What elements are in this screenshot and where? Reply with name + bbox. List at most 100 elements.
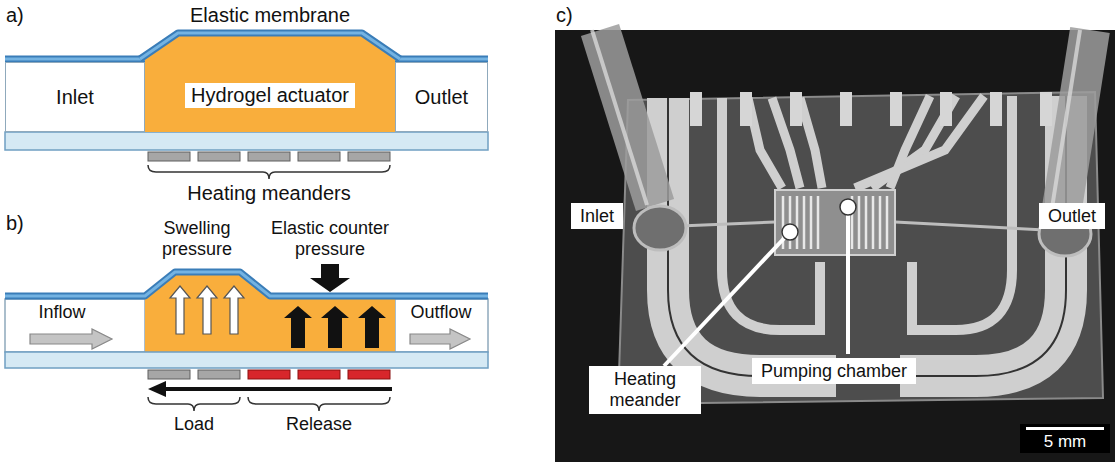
electrode	[668, 96, 1066, 376]
base-substrate	[5, 352, 488, 368]
channel	[5, 299, 145, 352]
flow-arrow	[30, 329, 112, 349]
heater-element	[298, 152, 340, 161]
heater-element	[148, 370, 190, 379]
panel-letter: b)	[6, 212, 24, 235]
node-text: Inlet	[56, 86, 94, 109]
node-text: Inlet	[580, 206, 614, 227]
glass-chip	[618, 92, 1103, 404]
elastic-membrane	[140, 33, 400, 59]
scale-bar	[1020, 424, 1110, 453]
node-text: Outlet	[1048, 206, 1096, 227]
outlet-channel: Outlet	[395, 62, 488, 132]
tube	[592, 30, 647, 205]
part-label: Heating meanders	[187, 182, 350, 205]
callout-box: Pumping chamber	[752, 358, 916, 385]
pumping-chamber-shape	[775, 190, 895, 255]
panel-letter: a)	[6, 4, 24, 27]
counter-pressure-arrow	[310, 264, 350, 292]
sequence-arrow	[148, 381, 166, 397]
contact-pad	[840, 92, 852, 126]
release-arrow	[284, 306, 386, 348]
heater-element	[298, 370, 340, 379]
base-substrate	[5, 352, 488, 368]
phase-label: Release	[286, 414, 352, 435]
phase-label: Load	[174, 414, 214, 435]
hydrogel-shape	[145, 272, 395, 352]
elastic-membrane	[5, 272, 488, 296]
heater-element	[148, 370, 390, 379]
flow-label: Outflow	[410, 302, 471, 323]
leader-dot	[840, 199, 856, 215]
contact-pad	[690, 92, 1052, 126]
heater-element	[248, 152, 290, 161]
elastic-membrane	[5, 272, 488, 296]
hydrogel-actuator: Hydrogel actuator	[145, 28, 395, 132]
electrode	[855, 96, 984, 188]
heater-element	[198, 370, 240, 379]
flow-arrow	[30, 329, 470, 349]
contact-pad	[790, 92, 802, 126]
node-text: Outlet	[415, 86, 468, 109]
contact-pad	[940, 92, 952, 126]
counter-pressure-arrow	[310, 264, 350, 292]
tube	[1052, 30, 1080, 208]
swelling-arrow	[170, 286, 190, 334]
scale-bar	[1020, 424, 1110, 453]
pumping-chamber-shape	[775, 190, 895, 255]
contact-pad	[740, 92, 752, 126]
brace	[148, 165, 390, 179]
inlet-channel: Inlet	[5, 62, 145, 132]
force-label: Swelling pressure	[142, 218, 252, 260]
brace	[148, 165, 390, 179]
release-arrow	[284, 306, 312, 348]
fluid-channel	[895, 222, 1045, 230]
heater-element	[198, 152, 240, 161]
node-text: Heating meander	[598, 369, 692, 410]
contact-pad	[690, 92, 702, 126]
node-text: Hydrogel actuator	[185, 83, 355, 108]
callout-box: Inlet	[571, 203, 623, 230]
panel-letter: c)	[556, 4, 573, 27]
contact-pad	[1040, 92, 1052, 126]
leader-dot	[782, 224, 798, 240]
elastic-membrane	[140, 33, 400, 59]
base-substrate	[5, 132, 488, 150]
tube	[600, 30, 655, 205]
hydrogel-shape	[145, 33, 395, 132]
tube	[634, 206, 686, 250]
heater-element	[248, 370, 290, 379]
hydrogel-shape	[145, 28, 395, 132]
leader-line	[846, 207, 850, 354]
sequence-arrow	[162, 387, 392, 391]
fluid-channel	[680, 222, 775, 226]
flow-label: Inflow	[38, 302, 85, 323]
scale-bar	[1026, 427, 1104, 430]
glass-chip	[618, 92, 1103, 404]
hydrogel-shape	[145, 272, 395, 352]
photo-background	[555, 30, 1115, 462]
text-holder: Hydrogel actuator	[145, 28, 395, 132]
brace	[148, 397, 240, 411]
node-text: Pumping chamber	[761, 361, 907, 382]
callout-box: Heating meander	[589, 366, 701, 413]
brace	[148, 397, 390, 411]
heater-element	[348, 370, 390, 379]
swelling-arrow	[170, 286, 244, 334]
leader-line	[664, 232, 790, 366]
contact-pad	[990, 92, 1002, 126]
leader-line	[664, 207, 848, 366]
release-arrow	[321, 306, 349, 348]
heater-element	[348, 152, 390, 161]
photo-background	[555, 30, 1115, 462]
leader-dot	[782, 199, 856, 240]
sequence-arrow	[148, 381, 392, 397]
heater-element	[148, 152, 190, 161]
swelling-arrow	[197, 286, 217, 334]
force-label: Elastic counter pressure	[250, 218, 410, 260]
brace	[248, 397, 390, 411]
heater-element	[148, 152, 390, 161]
pumping-chamber-shape	[783, 196, 887, 249]
part-label: Elastic membrane	[190, 4, 350, 27]
